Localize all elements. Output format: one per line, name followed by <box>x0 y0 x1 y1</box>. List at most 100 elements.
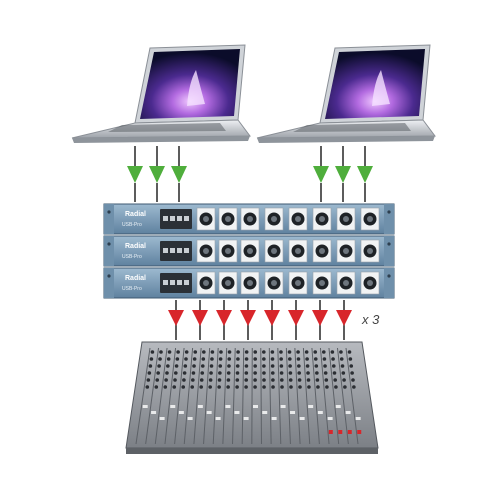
mixer-knob <box>253 371 257 375</box>
mixer-knob <box>199 385 203 389</box>
mixer-knob <box>172 385 177 389</box>
mixer-channel-strip <box>193 347 206 445</box>
mixer-knob <box>297 371 302 375</box>
mixer-knob <box>226 378 231 382</box>
laptop-left <box>71 44 251 143</box>
laptop-right-screen <box>325 49 425 119</box>
mixer-knob <box>209 364 214 368</box>
mixer-knob <box>305 364 310 368</box>
mixer-fader <box>290 411 296 414</box>
red-arrow-head <box>336 310 352 326</box>
green-arrow-head <box>171 166 187 183</box>
mixer-knob <box>166 357 171 361</box>
mixer-knob <box>334 385 338 389</box>
rack-screw <box>107 274 111 278</box>
mixer-knob <box>262 385 266 389</box>
mixer-knob <box>306 378 311 382</box>
mixer-fader <box>197 405 203 408</box>
mixer-knob <box>176 350 180 354</box>
mixer-knob <box>280 378 284 382</box>
mixer-knob <box>181 385 186 389</box>
mixer-knob <box>217 385 221 389</box>
mixer-fader <box>178 411 184 414</box>
mixer-fader <box>215 417 221 420</box>
red-arrow-head <box>312 310 328 326</box>
mixer-fader <box>280 405 286 408</box>
mixer-knob <box>325 385 329 389</box>
mixer-fader <box>234 411 240 414</box>
mixer-knob <box>193 350 198 354</box>
mixer-knob <box>288 371 293 375</box>
mixer-knob <box>304 350 309 354</box>
mixer-knob <box>280 385 284 389</box>
mixer-knob <box>297 364 301 368</box>
mixer-knob <box>339 350 343 354</box>
mixer-knob <box>183 364 188 368</box>
mixer-channel-strip <box>336 347 352 445</box>
rack-model-label: USB-Pro <box>122 222 142 228</box>
mixer-knob <box>262 357 266 361</box>
green-arrow-head <box>313 166 329 183</box>
mixer-fader <box>159 417 165 420</box>
mixer-knob <box>305 357 309 361</box>
rack-brand-label: Radial <box>125 275 146 282</box>
mixer-fader <box>206 411 212 414</box>
mixer-knob <box>149 357 154 361</box>
mixer-knob <box>352 385 356 389</box>
mixer-knob <box>348 357 353 361</box>
mixer-knob <box>154 385 159 389</box>
mixer-knob <box>296 357 301 361</box>
mixer-knob <box>244 385 248 389</box>
mixer-fader <box>355 417 361 420</box>
mixer-knob <box>315 371 319 375</box>
mixer-channel-strip <box>222 347 232 445</box>
mixer-knob <box>349 364 354 368</box>
mixer-knob <box>351 378 355 382</box>
mixer-knob <box>331 364 336 368</box>
mixer-knob <box>306 371 310 375</box>
mixer-knob <box>253 364 257 368</box>
mixer-knob <box>150 350 155 354</box>
mixer-knob <box>279 350 283 354</box>
mixer-knob <box>333 378 338 382</box>
mixer-fader <box>317 411 323 414</box>
mixer-knob <box>271 385 275 389</box>
mixer-knob <box>298 385 302 389</box>
mixer-knob <box>208 385 212 389</box>
mixer-knob <box>184 357 188 361</box>
mixer-channel-strip <box>232 347 240 445</box>
mixer-knob <box>227 364 231 368</box>
mixer-knob <box>316 385 320 389</box>
mixer-knob <box>227 350 232 354</box>
green-arrow-head <box>335 166 351 183</box>
mixer-knob <box>262 378 266 382</box>
rack-usb-panel <box>160 241 192 261</box>
mixer-knob <box>163 385 168 389</box>
mixer-knob <box>288 364 292 368</box>
mixer-channel-strip <box>154 347 172 445</box>
mixer-fader <box>262 411 268 414</box>
mixer-knob <box>347 350 352 354</box>
mixer-fader <box>225 405 231 408</box>
laptop-right <box>256 44 436 143</box>
mixer-knob <box>314 364 319 368</box>
mixer-knob <box>270 357 275 361</box>
mixer-channel-strip <box>241 347 249 445</box>
mixer-knob <box>236 357 240 361</box>
mixer-channel-strip <box>328 347 343 445</box>
mixer-knob <box>192 357 197 361</box>
mixer-knob <box>253 357 258 361</box>
red-arrow-head <box>168 310 184 326</box>
mixer-knob <box>253 350 258 354</box>
mixer-knob <box>155 378 160 382</box>
mixer-knob <box>253 378 257 382</box>
red-arrow-head <box>240 310 256 326</box>
mixer-knob <box>226 371 231 375</box>
mixer-knob <box>158 357 162 361</box>
mixer-fader <box>345 411 351 414</box>
red-arrow-head <box>192 310 208 326</box>
mixer-knob <box>227 357 232 361</box>
mixer-knob <box>199 378 204 382</box>
